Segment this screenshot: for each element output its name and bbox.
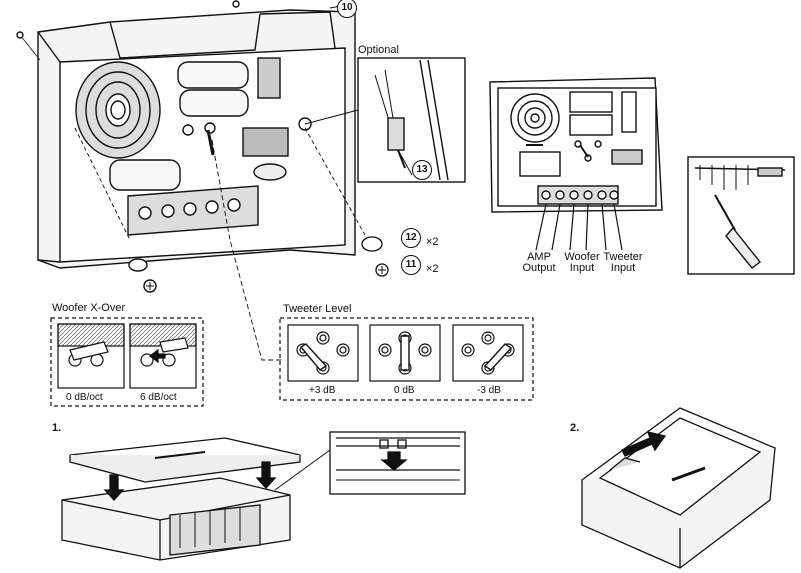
tweeter-level-panel xyxy=(279,317,534,401)
amp-output-label: AMP Output xyxy=(518,252,560,274)
callout-11: 11 xyxy=(401,255,421,275)
hardware-parts xyxy=(361,236,389,277)
woofer-xover-option-1: 6 dB/oct xyxy=(140,392,177,403)
quantity-12: ×2 xyxy=(426,236,439,248)
screwdriver-inset xyxy=(687,156,795,275)
woofer-xover-title: Woofer X-Over xyxy=(52,302,126,314)
tweeter-level-option-2: -3 dB xyxy=(477,385,501,396)
quantity-11: ×2 xyxy=(426,263,439,275)
step1-drawing xyxy=(61,431,466,561)
step-2-label: 2. xyxy=(570,422,580,434)
tweeter-level-title: Tweeter Level xyxy=(283,303,352,315)
step-1-label: 1. xyxy=(52,422,62,434)
tweeter-level-option-0: +3 dB xyxy=(309,385,336,396)
optional-label: Optional xyxy=(358,44,399,56)
tweeter-input-line2: Input xyxy=(610,262,636,274)
callout-12: 12 xyxy=(401,228,421,248)
amp-output-line2: Output xyxy=(522,262,556,274)
woofer-input-line2: Input xyxy=(569,262,595,274)
tweeter-input-label: Tweeter Input xyxy=(601,252,645,274)
woofer-input-label: Woofer Input xyxy=(561,252,603,274)
amp-output-line1: AMP xyxy=(527,251,551,263)
wiring-front-view xyxy=(489,77,663,251)
tweeter-input-line1: Tweeter xyxy=(603,251,643,263)
callout-13: 13 xyxy=(412,160,432,180)
callout-10: 10 xyxy=(337,0,357,18)
optional-inset xyxy=(304,57,466,183)
woofer-input-line1: Woofer xyxy=(564,251,600,263)
main-crossover-unit xyxy=(16,0,366,361)
tweeter-level-option-1: 0 dB xyxy=(394,385,415,396)
woofer-xover-panel xyxy=(50,317,204,407)
woofer-xover-option-0: 0 dB/oct xyxy=(66,392,103,403)
step2-drawing xyxy=(580,407,777,569)
